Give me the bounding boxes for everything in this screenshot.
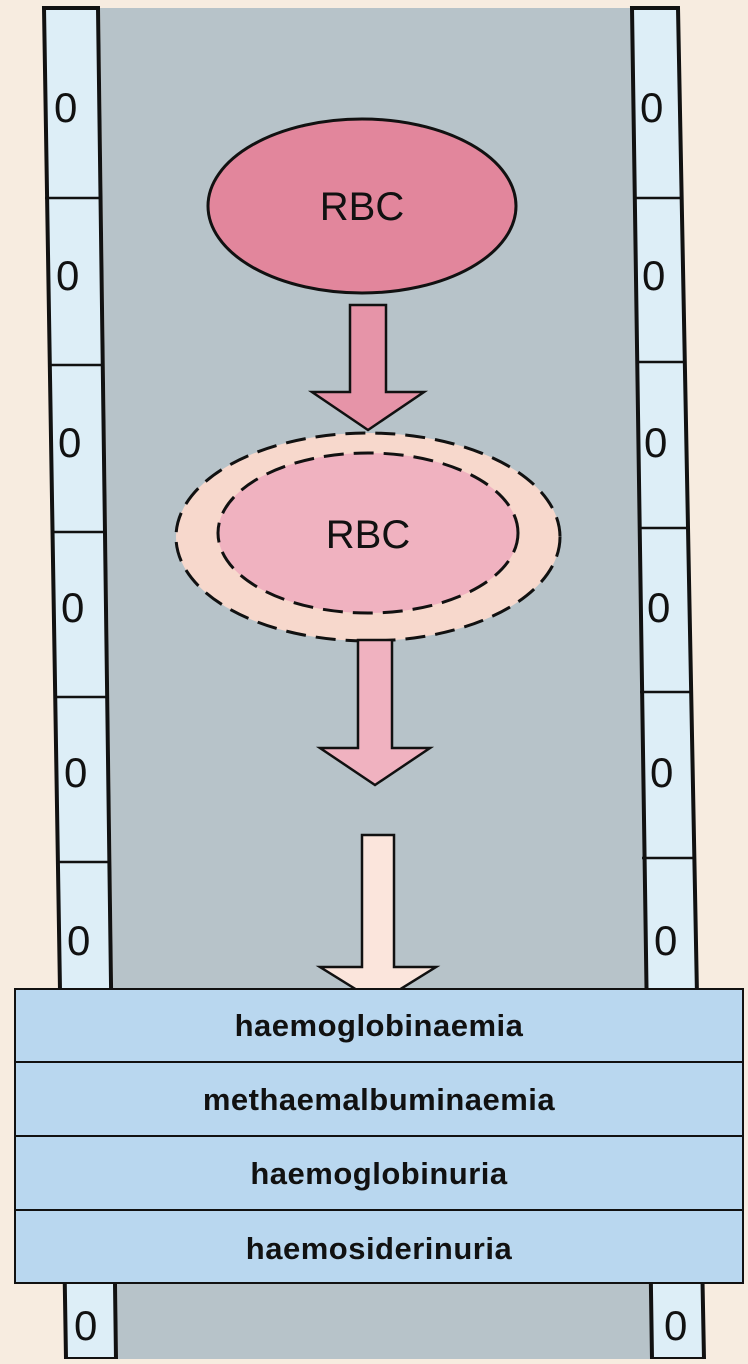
wall-marker: 0: [644, 419, 667, 466]
outcomes-table: haemoglobinaemia methaemalbuminaemia hae…: [14, 988, 744, 1284]
outcome-row-methaemalbuminaemia: methaemalbuminaemia: [16, 1064, 742, 1137]
wall-marker: 0: [650, 749, 673, 796]
wall-marker: 0: [74, 1302, 97, 1349]
outcome-row-haemoglobinuria: haemoglobinuria: [16, 1138, 742, 1211]
wall-marker: 0: [647, 584, 670, 631]
rbc-label-intact: RBC: [320, 185, 404, 229]
rbc-label-lysing: RBC: [326, 513, 410, 557]
wall-marker: 0: [640, 84, 663, 131]
wall-marker: 0: [56, 252, 79, 299]
outcome-row-haemosiderinuria: haemosiderinuria: [16, 1212, 742, 1285]
wall-marker: 0: [54, 84, 77, 131]
wall-marker: 0: [67, 917, 90, 964]
wall-marker: 0: [64, 749, 87, 796]
wall-marker: 0: [642, 252, 665, 299]
wall-marker: 0: [664, 1302, 687, 1349]
outcome-row-haemoglobinaemia: haemoglobinaemia: [16, 990, 742, 1063]
wall-marker: 0: [61, 584, 84, 631]
wall-marker: 0: [58, 419, 81, 466]
wall-marker: 0: [654, 917, 677, 964]
